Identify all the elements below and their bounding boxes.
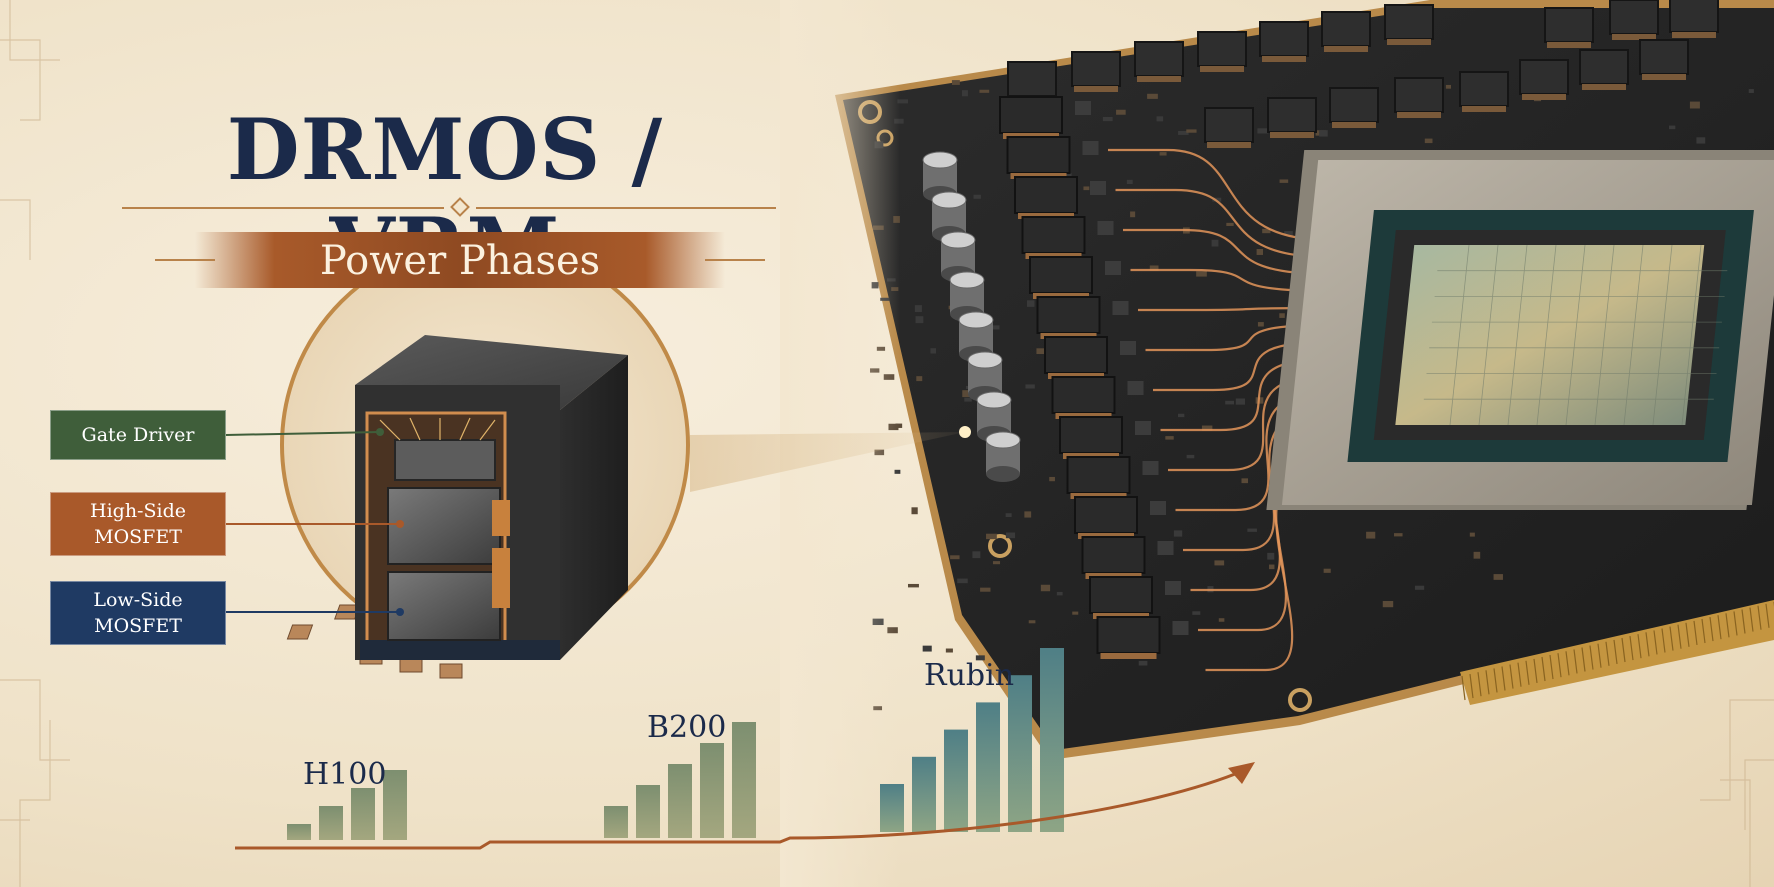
zoom-point <box>959 426 971 438</box>
subtitle-banner <box>195 232 725 288</box>
gen-bar <box>668 764 692 838</box>
gen-bar <box>319 806 343 840</box>
gen-bar <box>383 770 407 840</box>
gen-bar <box>636 785 660 838</box>
callout-low-side-line2: MOSFET <box>94 615 182 637</box>
high-side-block <box>387 487 501 565</box>
gen-label-h100: H100 <box>303 757 387 792</box>
callout-low-side-line1: Low-Side <box>93 589 183 611</box>
callout-low-side-mosfet: Low-Side MOSFET <box>50 581 226 645</box>
generation-bars <box>287 648 1064 840</box>
gen-bar <box>700 743 724 838</box>
gen-label-rubin: Rubin <box>924 658 1015 693</box>
banner-flourish-right <box>705 259 765 261</box>
gen-bar <box>604 806 628 838</box>
gen-bar <box>1008 675 1032 832</box>
banner-flourish-left <box>155 259 215 261</box>
gen-bar <box>880 784 904 832</box>
gen-bar <box>351 788 375 840</box>
gen-bar <box>1040 648 1064 832</box>
callout-gate-driver: Gate Driver <box>50 410 226 460</box>
title-rule-left <box>122 207 444 209</box>
gen-bar <box>976 702 1000 832</box>
gen-bar <box>912 756 936 832</box>
top-chips <box>1007 0 1719 148</box>
gpu-board <box>835 0 1774 760</box>
gen-bar <box>944 729 968 832</box>
power-stages <box>999 96 1189 659</box>
callout-high-side-mosfet: High-Side MOSFET <box>50 492 226 556</box>
capacitors <box>922 151 1021 482</box>
gen-bar <box>287 824 311 840</box>
callout-high-side-line1: High-Side <box>90 500 186 522</box>
callout-gate-driver-label: Gate Driver <box>81 424 195 446</box>
edge-connector <box>1460 600 1774 705</box>
growth-arrow <box>235 768 1246 850</box>
gen-bar <box>732 722 756 838</box>
zoom-cone <box>690 432 965 492</box>
callout-lines <box>225 428 404 616</box>
title-rule-right <box>476 207 776 209</box>
gen-label-b200: B200 <box>647 710 727 745</box>
drmos-zoom-circle <box>280 240 690 679</box>
gpu-package <box>1266 150 1774 510</box>
page-subtitle: Power Phases <box>319 238 601 284</box>
callout-high-side-line2: MOSFET <box>94 526 182 548</box>
gpu-die <box>1395 245 1705 425</box>
low-side-block <box>387 571 501 641</box>
gate-driver-chip <box>394 439 496 481</box>
